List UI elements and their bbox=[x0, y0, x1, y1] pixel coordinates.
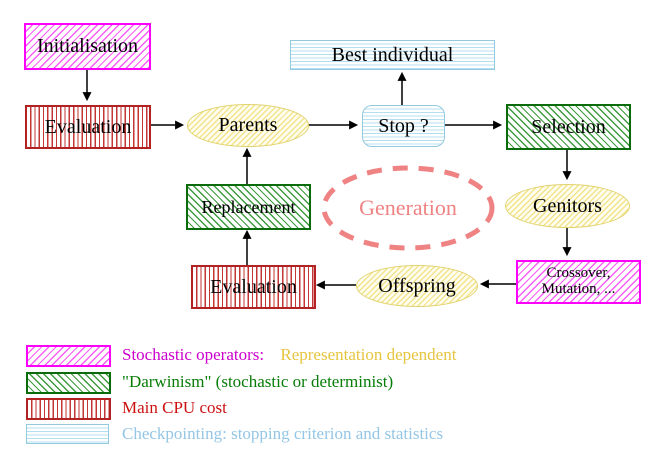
node-best-individual-label: Best individual bbox=[331, 43, 454, 66]
legend-label-darwinism: "Darwinism" (stochastic or determinist) bbox=[122, 372, 394, 391]
legend-label-checkpointing: Checkpointing: stopping criterion and st… bbox=[122, 424, 444, 443]
node-crossover-mutation: Crossover, Mutation, ... bbox=[516, 260, 641, 304]
legend-text-checkpointing: Checkpointing: stopping criterion and st… bbox=[122, 424, 443, 444]
node-selection-label: Selection bbox=[531, 115, 606, 138]
node-stop: Stop ? bbox=[362, 105, 445, 147]
legend-text-stochastic: Stochastic operators: Representation dep… bbox=[122, 345, 456, 365]
node-evaluation-top: Evaluation bbox=[25, 105, 151, 149]
node-genitors-label: Genitors bbox=[533, 194, 602, 217]
legend-swatch-stochastic bbox=[26, 345, 111, 367]
node-initialisation: Initialisation bbox=[24, 23, 151, 70]
legend-swatch-cpu-cost bbox=[26, 398, 111, 420]
node-evaluation-bottom: Evaluation bbox=[191, 265, 316, 309]
legend-label-cpu-cost: Main CPU cost bbox=[122, 398, 227, 417]
legend-swatch-darwinism bbox=[26, 372, 111, 394]
node-parents-label: Parents bbox=[218, 114, 278, 136]
node-crossover-line2: Mutation, ... bbox=[541, 281, 616, 297]
generation-label: Generation bbox=[359, 195, 457, 220]
node-replacement: Replacement bbox=[186, 184, 311, 230]
node-parents-ellipse: Parents bbox=[187, 104, 309, 147]
node-selection: Selection bbox=[506, 104, 631, 150]
legend-label-representation: Representation dependent bbox=[280, 345, 457, 364]
node-crossover-line1: Crossover, bbox=[546, 265, 611, 282]
generation-dashed-ellipse bbox=[321, 165, 495, 251]
node-offspring-ellipse: Offspring bbox=[356, 265, 478, 307]
node-evaluation-bottom-label: Evaluation bbox=[210, 275, 297, 298]
node-replacement-label: Replacement bbox=[201, 196, 296, 217]
node-evaluation-top-label: Evaluation bbox=[44, 115, 132, 138]
legend-text-darwinism: "Darwinism" (stochastic or determinist) bbox=[122, 372, 393, 392]
arrow-lines bbox=[82, 66, 572, 290]
legend-label-stochastic: Stochastic operators: bbox=[122, 345, 265, 364]
node-best-individual: Best individual bbox=[290, 40, 495, 70]
node-offspring-label: Offspring bbox=[378, 274, 456, 297]
node-genitors-ellipse: Genitors bbox=[505, 184, 630, 228]
legend-text-cpu-cost: Main CPU cost bbox=[122, 398, 227, 418]
legend-swatch-checkpointing bbox=[26, 424, 109, 444]
node-stop-label: Stop ? bbox=[378, 114, 429, 137]
node-initialisation-label: Initialisation bbox=[36, 35, 139, 57]
